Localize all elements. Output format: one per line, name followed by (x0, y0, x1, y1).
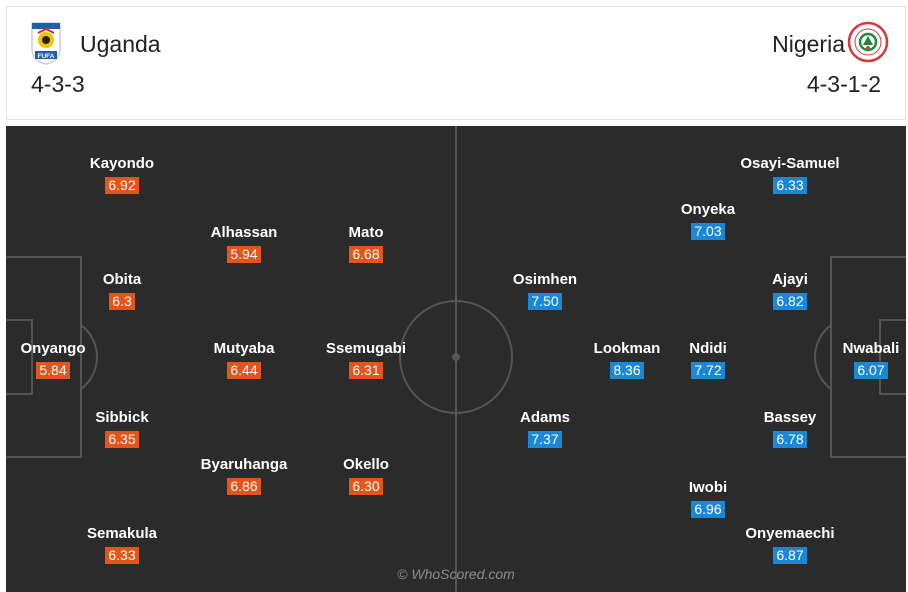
away-player-onyemaechi[interactable]: Onyemaechi 6.87 (730, 525, 850, 565)
player-name: Obita (102, 271, 142, 288)
player-rating: 6.33 (773, 177, 807, 194)
player-name: Semakula (86, 525, 158, 542)
player-rating: 7.37 (528, 431, 562, 448)
away-player-lookman[interactable]: Lookman 8.36 (567, 340, 687, 380)
match-header: FUFA Uganda 4-3-3 Nigeria 4-3-1-2 (6, 6, 906, 120)
player-rating: 6.96 (691, 501, 725, 518)
away-player-onyeka[interactable]: Onyeka 7.03 (648, 201, 768, 241)
player-rating: 8.36 (610, 362, 644, 379)
player-rating: 5.84 (36, 362, 70, 379)
player-rating: 6.33 (105, 547, 139, 564)
away-player-ajayi[interactable]: Ajayi 6.82 (730, 271, 850, 311)
player-name: Nwabali (842, 340, 900, 357)
away-player-osayi-samuel[interactable]: Osayi-Samuel 6.33 (730, 155, 850, 195)
player-rating: 6.68 (349, 246, 383, 263)
player-name: Sibbick (95, 409, 149, 426)
player-name: Iwobi (688, 479, 728, 496)
home-player-onyango[interactable]: Onyango 5.84 (6, 340, 113, 380)
player-name: Alhassan (210, 224, 278, 241)
player-name: Lookman (593, 340, 661, 357)
player-name: Osimhen (512, 271, 578, 288)
player-name: Kayondo (89, 155, 155, 172)
away-player-ndidi[interactable]: Ndidi 7.72 (648, 340, 768, 380)
player-name: Osayi-Samuel (740, 155, 840, 172)
player-rating: 6.30 (349, 478, 383, 495)
away-player-nwabali[interactable]: Nwabali 6.07 (811, 340, 906, 380)
whoscored-watermark: © WhoScored.com (397, 566, 515, 582)
pitch: Onyango 5.84 Kayondo 6.92 Obita 6.3 Sibb… (6, 126, 906, 592)
player-name: Adams (519, 409, 571, 426)
player-rating: 7.03 (691, 223, 725, 240)
pitch-lines (6, 126, 906, 592)
player-name: Onyeka (680, 201, 736, 218)
home-player-semakula[interactable]: Semakula 6.33 (62, 525, 182, 565)
player-name: Mutyaba (213, 340, 275, 357)
player-name: Ssemugabi (325, 340, 407, 357)
player-rating: 6.3 (109, 293, 135, 310)
player-rating: 6.31 (349, 362, 383, 379)
home-team-name[interactable]: Uganda (80, 31, 161, 57)
player-name: Bassey (763, 409, 817, 426)
away-player-adams[interactable]: Adams 7.37 (485, 409, 605, 449)
player-name: Ndidi (689, 340, 727, 357)
home-player-ssemugabi[interactable]: Ssemugabi 6.31 (306, 340, 426, 380)
player-name: Mato (348, 224, 384, 241)
player-rating: 6.92 (105, 177, 139, 194)
player-name: Okello (343, 456, 389, 473)
player-name: Ajayi (772, 271, 808, 288)
nff-crest-icon (847, 21, 889, 63)
home-player-okello[interactable]: Okello 6.30 (306, 456, 426, 496)
player-rating: 6.07 (854, 362, 888, 379)
badge-label: FUFA (38, 53, 55, 60)
home-player-byaruhanga[interactable]: Byaruhanga 6.86 (184, 456, 304, 496)
player-rating: 6.87 (773, 547, 807, 564)
home-player-mato[interactable]: Mato 6.68 (306, 224, 426, 264)
player-rating: 6.44 (227, 362, 261, 379)
fufa-crest-icon: FUFA (31, 22, 61, 65)
player-rating: 7.50 (528, 293, 562, 310)
home-player-obita[interactable]: Obita 6.3 (62, 271, 182, 311)
away-team-name[interactable]: Nigeria (772, 31, 845, 57)
home-player-mutyaba[interactable]: Mutyaba 6.44 (184, 340, 304, 380)
home-formation: 4-3-3 (31, 71, 85, 97)
player-rating: 6.82 (773, 293, 807, 310)
player-rating: 6.86 (227, 478, 261, 495)
player-rating: 5.94 (227, 246, 261, 263)
player-rating: 6.35 (105, 431, 139, 448)
home-player-sibbick[interactable]: Sibbick 6.35 (62, 409, 182, 449)
home-player-kayondo[interactable]: Kayondo 6.92 (62, 155, 182, 195)
player-rating: 6.78 (773, 431, 807, 448)
player-name: Onyemaechi (745, 525, 835, 542)
away-formation: 4-3-1-2 (806, 71, 881, 97)
away-player-bassey[interactable]: Bassey 6.78 (730, 409, 850, 449)
away-player-iwobi[interactable]: Iwobi 6.96 (648, 479, 768, 519)
home-player-alhassan[interactable]: Alhassan 5.94 (184, 224, 304, 264)
player-name: Byaruhanga (200, 456, 288, 473)
player-rating: 7.72 (691, 362, 725, 379)
away-player-osimhen[interactable]: Osimhen 7.50 (485, 271, 605, 311)
player-name: Onyango (20, 340, 86, 357)
